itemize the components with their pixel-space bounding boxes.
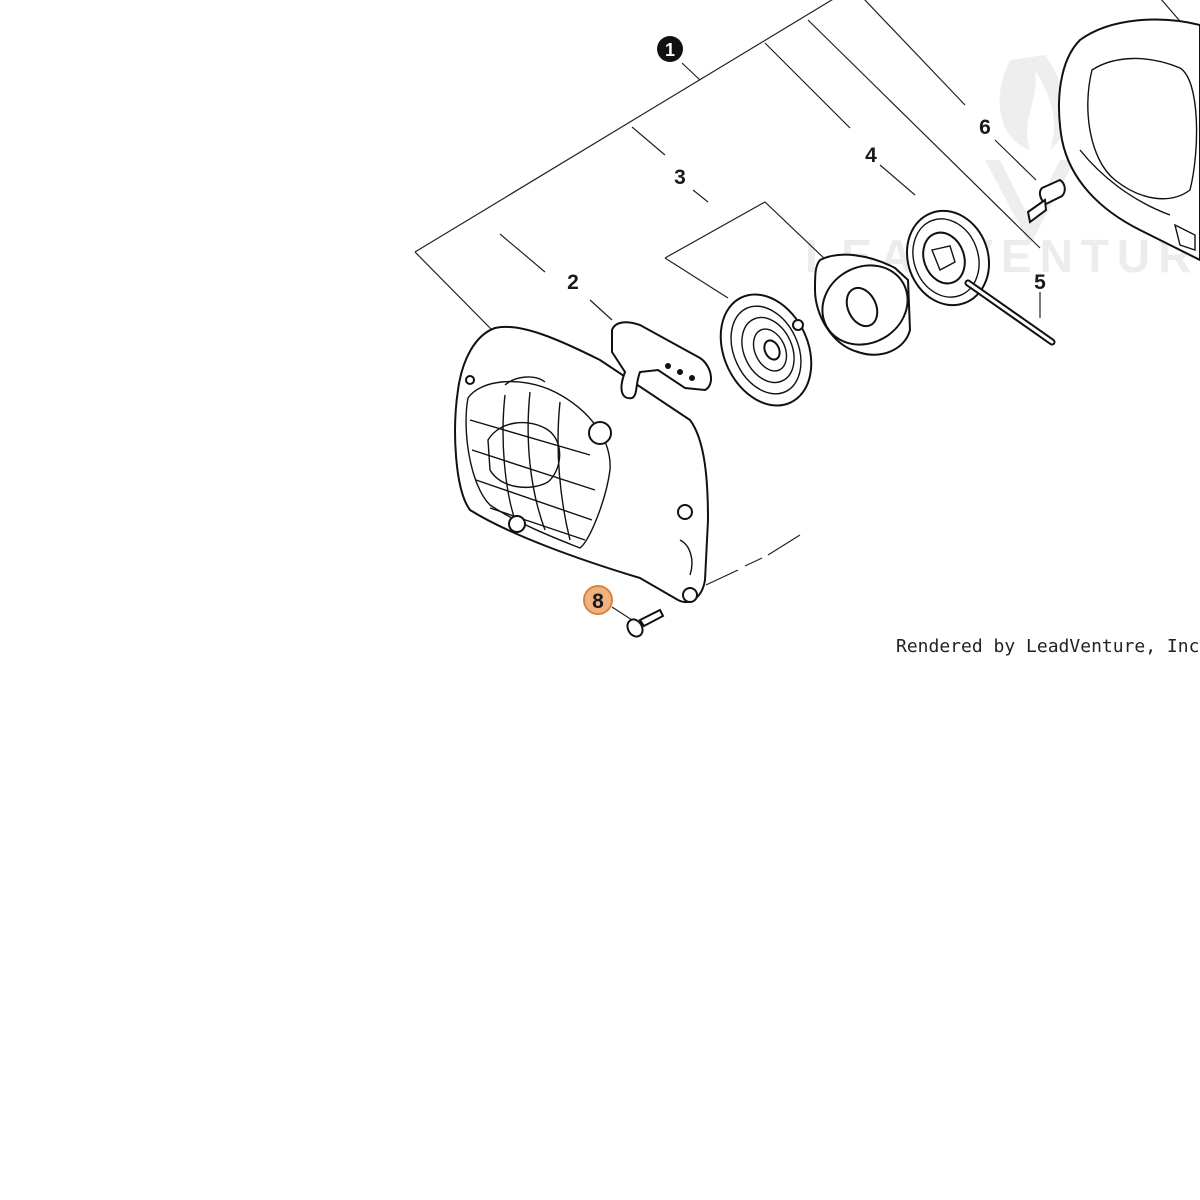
callout-5[interactable]: 5 bbox=[1034, 271, 1046, 294]
screw-8 bbox=[626, 608, 665, 638]
starter-handle bbox=[611, 321, 712, 400]
callout-1[interactable]: 1 bbox=[657, 36, 683, 62]
recoil-spring bbox=[719, 293, 813, 407]
leader-lines bbox=[414, 0, 1193, 621]
engine-housing bbox=[1058, 18, 1200, 262]
render-credit: Rendered by LeadVenture, Inc. bbox=[896, 636, 1200, 657]
callout-6[interactable]: 6 bbox=[979, 116, 991, 139]
starter-rope bbox=[964, 279, 1056, 346]
callout-8-label: 8 bbox=[592, 590, 604, 613]
callout-4[interactable]: 4 bbox=[865, 144, 877, 167]
bolt-6 bbox=[1026, 178, 1066, 224]
callout-3[interactable]: 3 bbox=[674, 166, 686, 189]
watermark-v-icon bbox=[985, 160, 1075, 245]
watermark-flame-icon bbox=[999, 55, 1067, 150]
callout-1-label: 1 bbox=[665, 40, 675, 60]
spring-case bbox=[813, 253, 912, 356]
callout-2[interactable]: 2 bbox=[567, 271, 579, 294]
callout-8[interactable]: 8 bbox=[583, 585, 613, 615]
callout-8-highlight bbox=[583, 585, 613, 615]
